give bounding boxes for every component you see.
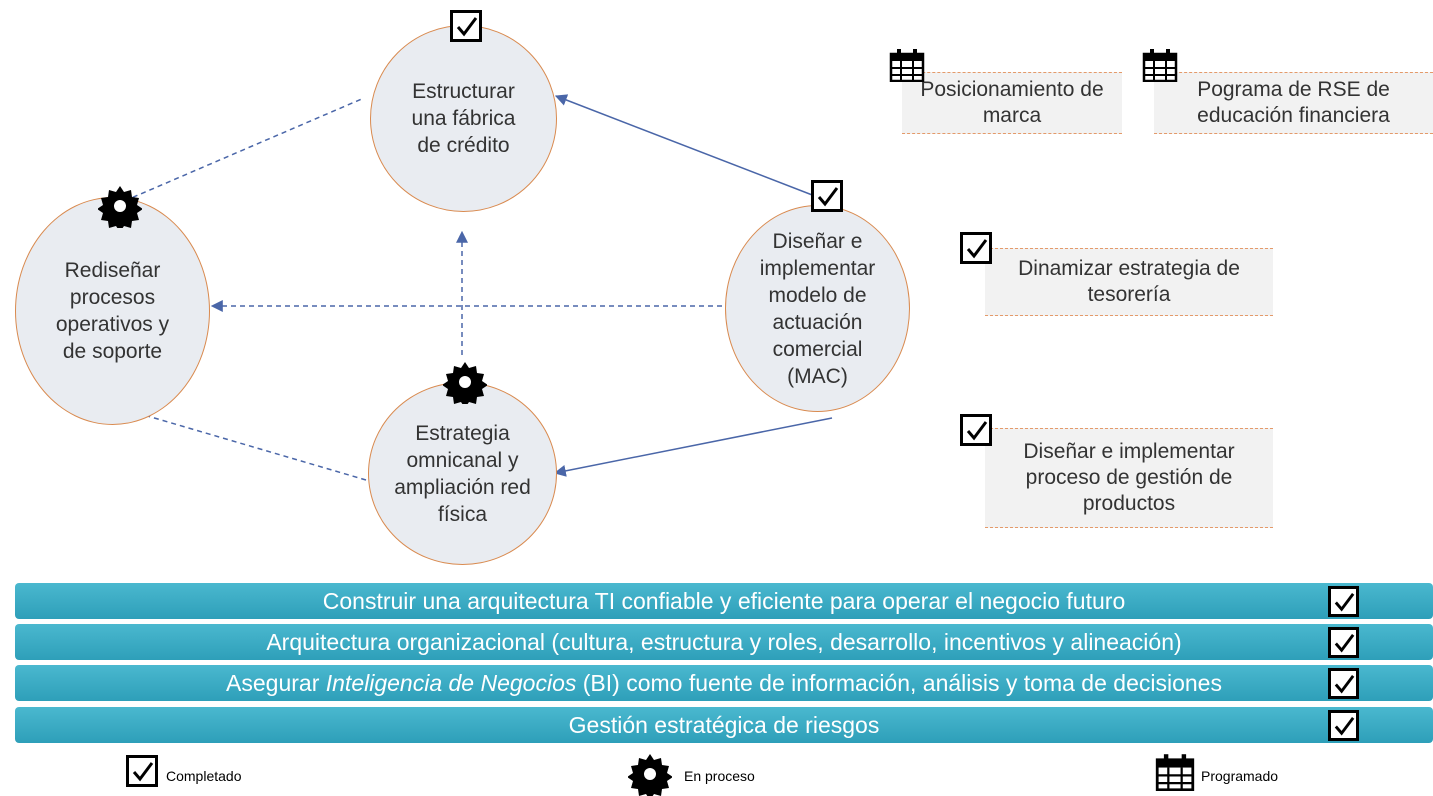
node-mac: Diseñar e implementar modelo de actuació… [725, 205, 910, 412]
bar-inteligencia-negocios-label: Asegurar Inteligencia de Negocios (BI) c… [226, 670, 1222, 697]
node-omnicanal: Estrategia omnicanal y ampliación red fí… [368, 382, 557, 565]
node-omnicanal-label: Estrategia omnicanal y ampliación red fí… [394, 421, 531, 526]
bar-arquitectura-organizacional: Arquitectura organizacional (cultura, es… [15, 624, 1433, 660]
box-posicionamiento: Posicionamiento de marca [902, 72, 1122, 134]
gear-icon-omnicanal [443, 360, 487, 404]
arrow-redisenar-to-fabrica [107, 97, 365, 209]
calendar-icon-rse [1142, 48, 1178, 82]
box-rse: Pograma de RSE de educación financiera [1154, 72, 1433, 134]
arrow-mac-to-omnicanal [553, 417, 833, 477]
calendar-icon-posicionamiento [889, 48, 925, 82]
bar-arquitectura-ti-label: Construir una arquitectura TI confiable … [322, 587, 1126, 614]
check-icon-tesoreria [960, 232, 992, 264]
legend-check-icon [126, 755, 158, 787]
node-mac-label: Diseñar e implementar modelo de actuació… [759, 229, 876, 388]
legend-programado-label: Programado [1201, 768, 1279, 784]
legend-completado-label: Completado [166, 768, 242, 784]
legend-en-proceso-label: En proceso [684, 768, 755, 784]
node-fabrica: Estructurar una fábrica de crédito [370, 25, 557, 212]
box-productos-label: Diseñar e implementar proceso de gestión… [1023, 440, 1235, 515]
arrow-mac-to-fabrica [554, 94, 821, 199]
legend-calendar-icon [1155, 753, 1195, 791]
box-productos: Diseñar e implementar proceso de gestión… [985, 428, 1273, 528]
box-rse-label: Pograma de RSE de educación financiera [1197, 78, 1390, 127]
bar-gestion-riesgos: Gestión estratégica de riesgos [15, 707, 1433, 743]
bar-inteligencia-negocios: Asegurar Inteligencia de Negocios (BI) c… [15, 665, 1433, 701]
bar3-emphasis: Inteligencia de Negocios [325, 669, 577, 696]
gear-icon-redisenar [98, 184, 142, 228]
node-redisenar: Rediseñar procesos operativos y de sopor… [15, 197, 210, 425]
bar-gestion-riesgos-label: Gestión estratégica de riesgos [568, 711, 880, 738]
bar3-prefix: Asegurar [226, 669, 326, 696]
bar-arquitectura-ti: Construir una arquitectura TI confiable … [15, 583, 1433, 619]
box-tesoreria-label: Dinamizar estrategia de tesorería [1018, 257, 1240, 306]
check-icon-bar1 [1328, 586, 1359, 617]
bar-arquitectura-organizacional-label: Arquitectura organizacional (cultura, es… [266, 628, 1182, 655]
node-redisenar-label: Rediseñar procesos operativos y de sopor… [55, 259, 170, 363]
node-fabrica-label: Estructurar una fábrica de crédito [411, 80, 516, 157]
legend-gear-icon [628, 752, 672, 796]
check-icon-fabrica [450, 10, 482, 42]
box-posicionamiento-label: Posicionamiento de marca [920, 78, 1104, 127]
check-icon-productos [960, 414, 992, 446]
check-icon-mac [811, 180, 843, 212]
box-tesoreria: Dinamizar estrategia de tesorería [985, 248, 1273, 316]
check-icon-bar3 [1328, 668, 1359, 699]
check-icon-bar2 [1328, 627, 1359, 658]
check-icon-bar4 [1328, 710, 1359, 741]
connector-lines [107, 94, 833, 481]
bar3-suffix: (BI) como fuente de información, análisi… [576, 669, 1222, 696]
